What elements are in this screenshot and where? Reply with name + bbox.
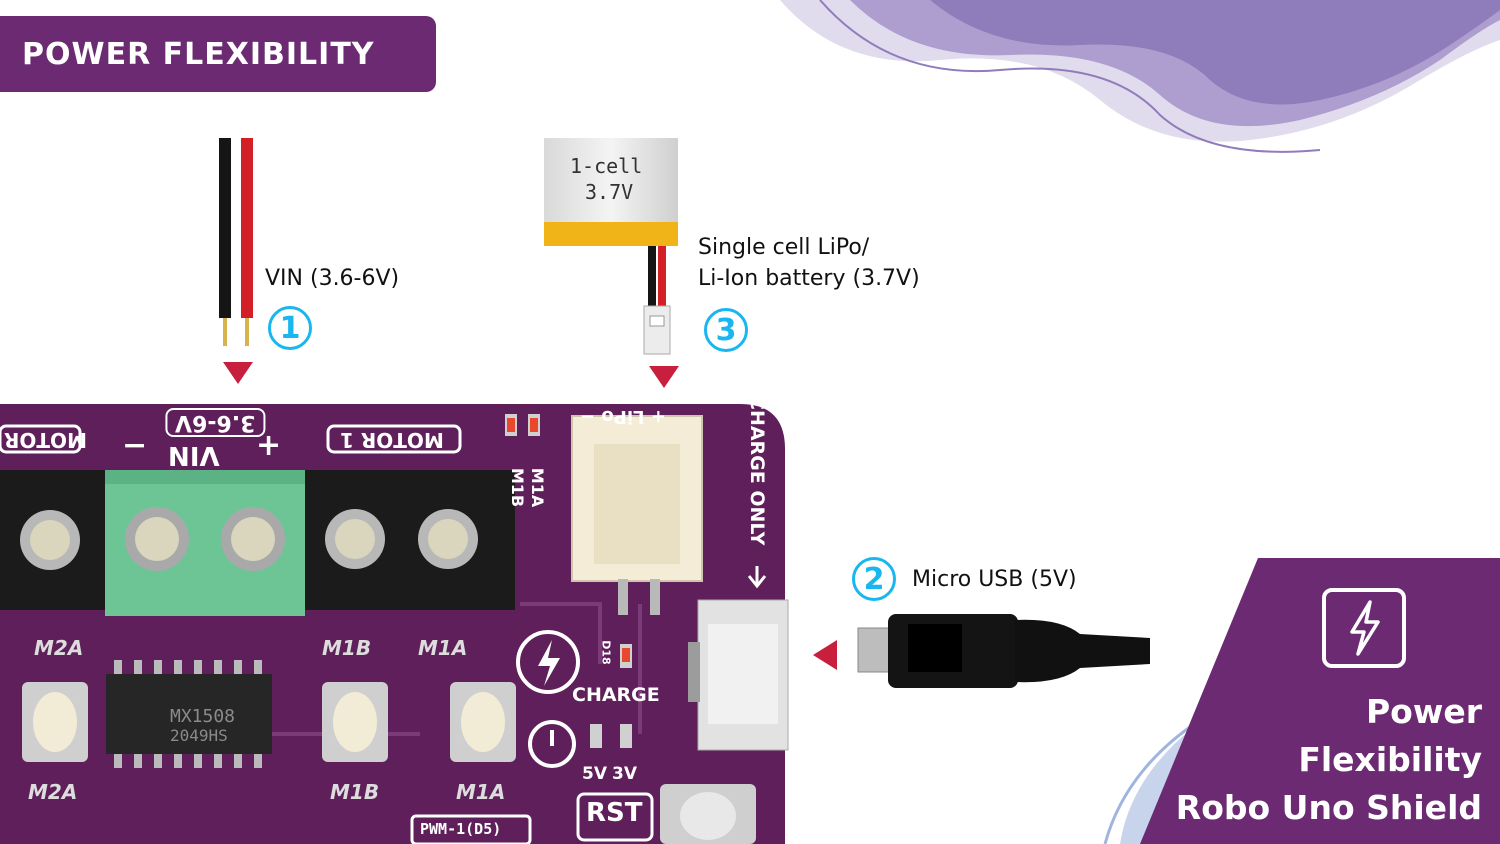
- vin-arrow: [223, 362, 253, 384]
- usb-label: Micro USB (5V): [912, 567, 1077, 592]
- page-title: POWER FLEXIBILITY: [22, 36, 375, 72]
- board-m1a-vertical: M1A: [528, 467, 548, 508]
- board-led-d18-label: D18: [599, 640, 613, 665]
- board-pwm-label: PWM-1(D5): [420, 820, 502, 838]
- board-motor2-label: MOTOR: [4, 428, 87, 452]
- board-vin-label: VIN: [168, 440, 220, 470]
- board-pad-m1a-bottom: M1A: [456, 780, 506, 804]
- page-title-badge: POWER FLEXIBILITY: [0, 16, 436, 92]
- decorative-waves-top: [780, 0, 1500, 153]
- robo-uno-shield-board-image: [0, 404, 789, 844]
- board-3v-label: 3V: [612, 764, 637, 784]
- usb-arrow: [813, 640, 837, 670]
- card-line-1: Power: [1366, 692, 1482, 731]
- board-lipo-label: + LiPo −: [580, 406, 666, 427]
- card-line-3: Robo Uno Shield: [1175, 788, 1482, 827]
- board-pad-m2a-top: M2A: [34, 636, 84, 660]
- board-vin-range-label: 3.6-6V: [165, 408, 266, 437]
- micro-usb-cable-image: [857, 614, 1150, 688]
- board-5v-label: 5V: [582, 764, 607, 784]
- chip-marking-line1: MX1508: [170, 706, 236, 727]
- callout-number-3: 3: [704, 308, 748, 352]
- lipo-battery-image: [544, 138, 678, 355]
- board-pad-m2a-bottom: M2A: [28, 780, 78, 804]
- battery-arrow: [649, 366, 679, 388]
- chip-marking-line2: 2049HS: [170, 726, 228, 745]
- lightning-bolt-icon: [1322, 588, 1406, 668]
- product-card-text: Power Flexibility Robo Uno Shield: [1176, 688, 1482, 832]
- callout-number-2: 2: [852, 557, 896, 601]
- card-line-2: Flexibility: [1298, 740, 1482, 779]
- board-charge-only-label: CHARGE ONLY: [746, 396, 768, 546]
- battery-label-line2: 3.7V: [585, 180, 634, 204]
- board-m1b-vertical: M1B: [508, 467, 528, 508]
- board-rst-label: RST: [586, 798, 643, 828]
- board-pad-m1b-top: M1B: [322, 636, 372, 660]
- board-charge-label: CHARGE: [572, 684, 660, 706]
- battery-label-line1: 1-cell: [570, 154, 643, 178]
- board-motor1-label: MOTOR 1: [340, 428, 444, 452]
- product-card-background: [1140, 558, 1500, 844]
- board-vin-plus: +: [256, 428, 282, 463]
- vin-wires-image: [219, 138, 253, 346]
- board-vin-minus: −: [122, 428, 148, 463]
- battery-label: Single cell LiPo/ Li-Ion battery (3.7V): [698, 235, 920, 291]
- vin-label: VIN (3.6-6V): [265, 266, 400, 291]
- callout-number-1: 1: [268, 306, 312, 350]
- board-pad-m1b-bottom: M1B: [330, 780, 380, 804]
- board-pad-m1a-top: M1A: [418, 636, 468, 660]
